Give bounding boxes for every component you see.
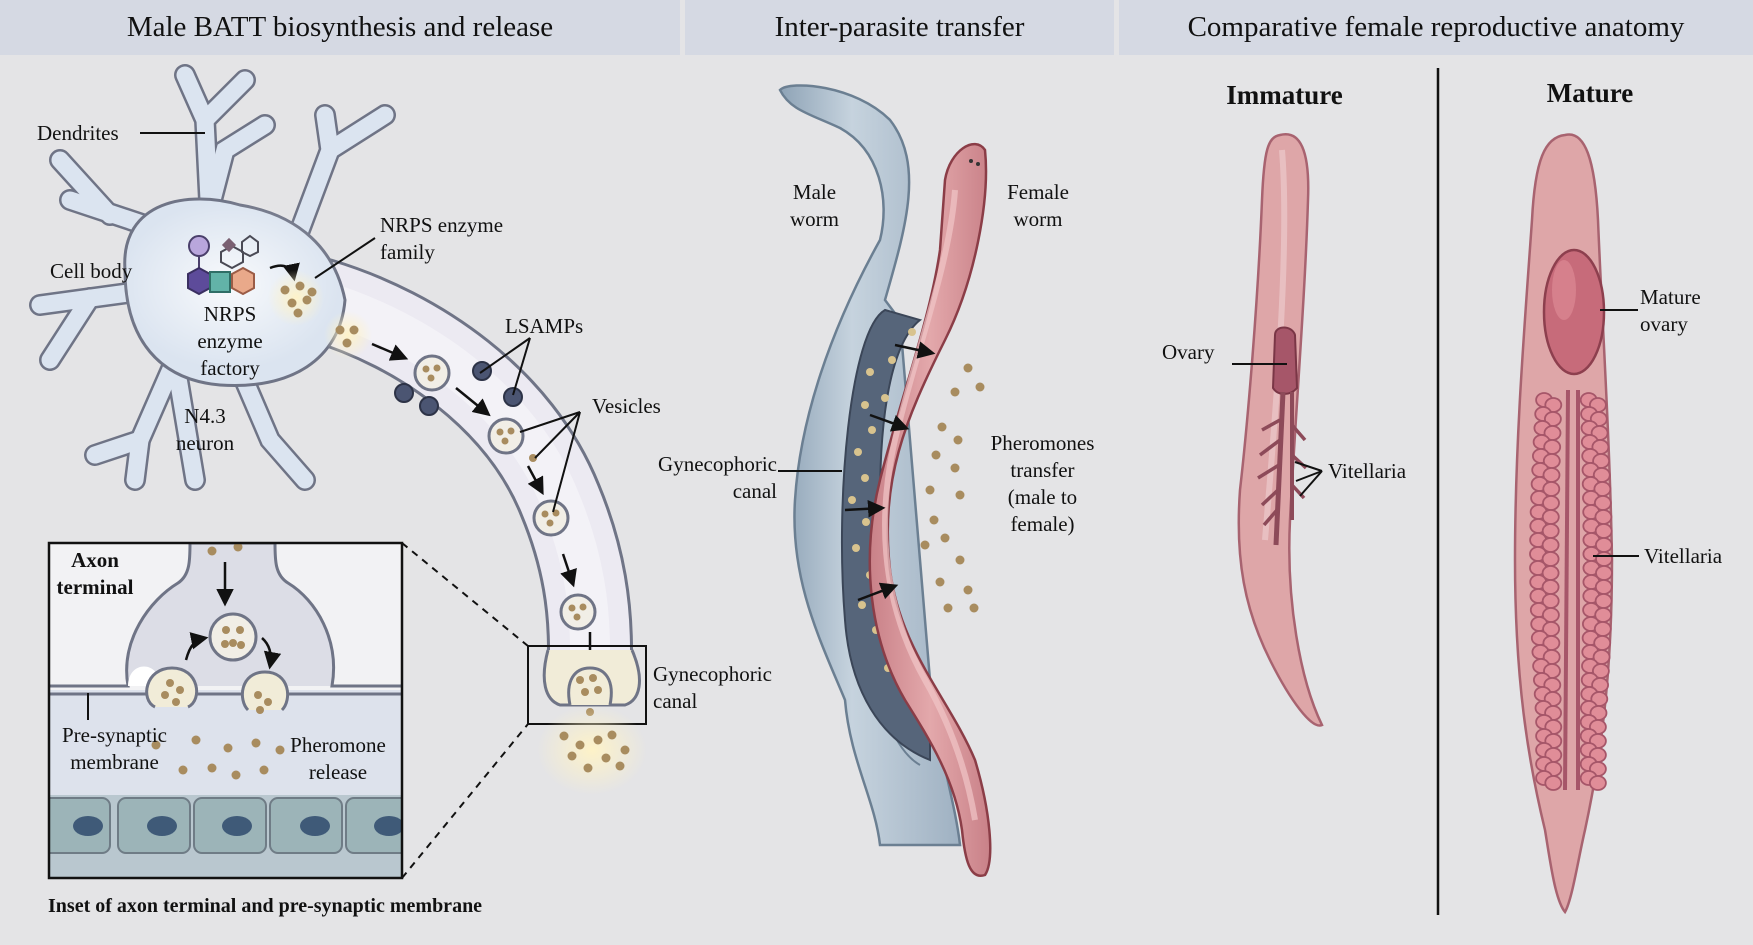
axon-vesicles — [413, 354, 597, 631]
label-ovary: Ovary — [1162, 340, 1215, 364]
label-vitellaria-immature: Vitellaria — [1328, 459, 1407, 483]
vitellaria-lobe — [1589, 775, 1607, 791]
inset-axon-terminal — [47, 541, 404, 880]
canal-dots — [848, 328, 916, 672]
transfer-arrows — [844, 341, 936, 602]
panel3-leader-lines — [1232, 309, 1639, 557]
label-dendrites: Dendrites — [37, 121, 119, 145]
pheromone-particles — [920, 363, 985, 613]
panel-title-transfer: Inter-parasite transfer — [685, 0, 1114, 55]
nrps-molecule-icon — [187, 234, 259, 296]
label-immature: Immature — [1226, 80, 1343, 110]
mature-female — [1513, 133, 1614, 915]
neuron — [29, 64, 633, 693]
released-pheromones — [537, 705, 647, 795]
zoom-line-top — [401, 542, 529, 647]
panel-title-anatomy: Comparative female reproductive anatomy — [1119, 0, 1753, 55]
axon-transport-arrows — [371, 342, 599, 668]
soma-vesicle-cluster — [268, 270, 372, 359]
label-vitellaria-mature: Vitellaria — [1644, 544, 1723, 568]
female-worm — [868, 143, 992, 877]
label-lsamps: LSAMPs — [505, 314, 584, 338]
vitellaria-lobe — [1544, 775, 1563, 791]
panel-title-male: Male BATT biosynthesis and release — [0, 0, 680, 55]
immature-female — [1237, 133, 1324, 727]
label-cell-body: Cell body — [50, 259, 133, 283]
label-mature: Mature — [1546, 78, 1634, 108]
inset-caption: Inset of axon terminal and pre-synaptic … — [48, 895, 483, 917]
header-divider-2 — [1114, 0, 1119, 55]
panel1-leader-lines — [87, 132, 581, 720]
zoom-line-bottom — [401, 723, 529, 879]
header-divider-1 — [680, 0, 685, 55]
label-vesicles: Vesicles — [592, 394, 661, 418]
